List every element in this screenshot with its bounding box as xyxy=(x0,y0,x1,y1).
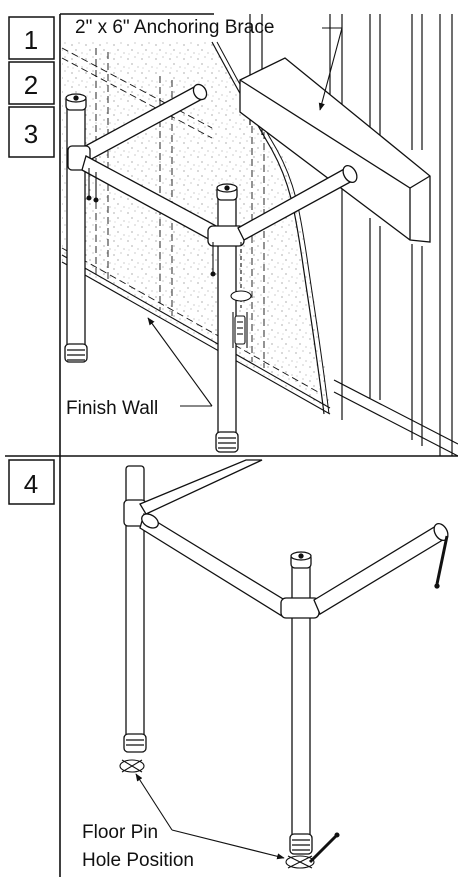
bottom-panel: 4 xyxy=(8,456,449,877)
step-number-2: 2 xyxy=(24,70,38,100)
callout-finish-wall: Finish Wall xyxy=(66,317,213,419)
step-number-1: 1 xyxy=(24,25,38,55)
frame-leg-front xyxy=(280,551,320,855)
frame-rail-side xyxy=(139,512,289,617)
callout-anchoring-brace: 2" x 6" Anchoring Brace xyxy=(75,17,343,111)
step-box-3: 3 xyxy=(8,106,55,158)
label-anchoring-brace: 2" x 6" Anchoring Brace xyxy=(75,17,274,38)
floor-pin-hole-front xyxy=(285,832,340,869)
top-panel: 1 2 3 xyxy=(5,13,458,457)
label-finish-wall: Finish Wall xyxy=(66,398,158,419)
step-box-4: 4 xyxy=(8,459,55,505)
frame-rail-back xyxy=(139,459,263,515)
anchoring-brace xyxy=(239,57,431,243)
step-box-1: 1 xyxy=(8,16,55,60)
console-leg-back xyxy=(64,93,88,363)
label-hole-position: Hole Position xyxy=(82,850,194,871)
console-leg-front xyxy=(207,183,245,453)
label-floor-pin: Floor Pin xyxy=(82,822,158,843)
mounting-hardware xyxy=(86,168,252,348)
wall-anchor-icon xyxy=(234,315,246,345)
console-rail-front xyxy=(237,164,358,241)
step-number-3: 3 xyxy=(24,119,38,149)
step-number-4: 4 xyxy=(24,469,38,499)
frame-rail-front xyxy=(313,522,449,615)
callout-floor-pin: Floor Pin Hole Position xyxy=(82,773,285,871)
frame-leg-back xyxy=(123,465,147,753)
floor-pin-hole-back xyxy=(119,759,145,773)
step-box-2: 2 xyxy=(8,61,55,105)
